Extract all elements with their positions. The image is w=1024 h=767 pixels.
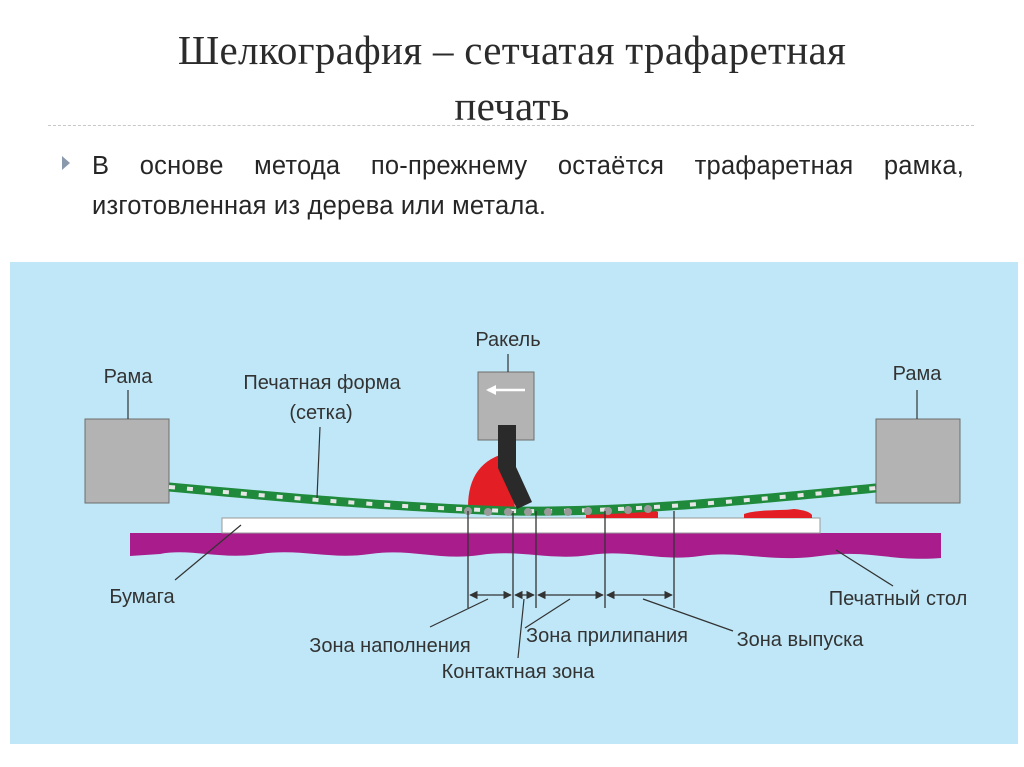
label-contact-zone: Контактная зона — [442, 661, 596, 683]
frame-left — [84, 418, 170, 504]
zone-boundary-lines — [467, 511, 675, 608]
label-printing-form-mesh: (сетка) — [289, 402, 352, 424]
title-line-1: Шелкография – сетчатая трафаретная — [177, 27, 847, 73]
direction-arrowhead — [486, 385, 496, 395]
ink-deposit-2 — [744, 509, 812, 518]
label-printing-table: Печатный стол — [829, 588, 968, 610]
bullet-item: В основе метода по-прежнему остаётся тра… — [62, 146, 966, 226]
bullet-text: В основе метода по-прежнему остаётся тра… — [92, 152, 964, 220]
bullet-arrow-icon — [62, 156, 70, 170]
label-paper: Бумага — [109, 586, 175, 608]
label-squeegee: Ракель — [475, 329, 540, 351]
label-fill-zone: Зона наполнения — [309, 635, 471, 657]
diagram-canvas: Ракель Рама Рама Печатная форма (сетка) … — [84, 329, 968, 683]
paper-sheet — [221, 517, 821, 534]
slide-title: Шелкография – сетчатая трафаретная печат… — [60, 22, 964, 134]
title-divider — [48, 125, 974, 126]
title-line-2: печать — [454, 83, 570, 129]
squeegee-blade — [498, 425, 532, 509]
screen-printing-diagram: Ракель Рама Рама Печатная форма (сетка) … — [10, 262, 1018, 744]
label-frame-right: Рама — [893, 363, 943, 385]
label-printing-form: Печатная форма — [243, 372, 401, 394]
leader-lines — [127, 354, 918, 659]
label-adhesion-zone: Зона прилипания — [526, 625, 688, 647]
label-frame-left: Рама — [104, 366, 154, 388]
label-release-zone: Зона выпуска — [737, 629, 865, 651]
frame-right — [875, 418, 961, 504]
mesh-dots — [464, 505, 652, 516]
